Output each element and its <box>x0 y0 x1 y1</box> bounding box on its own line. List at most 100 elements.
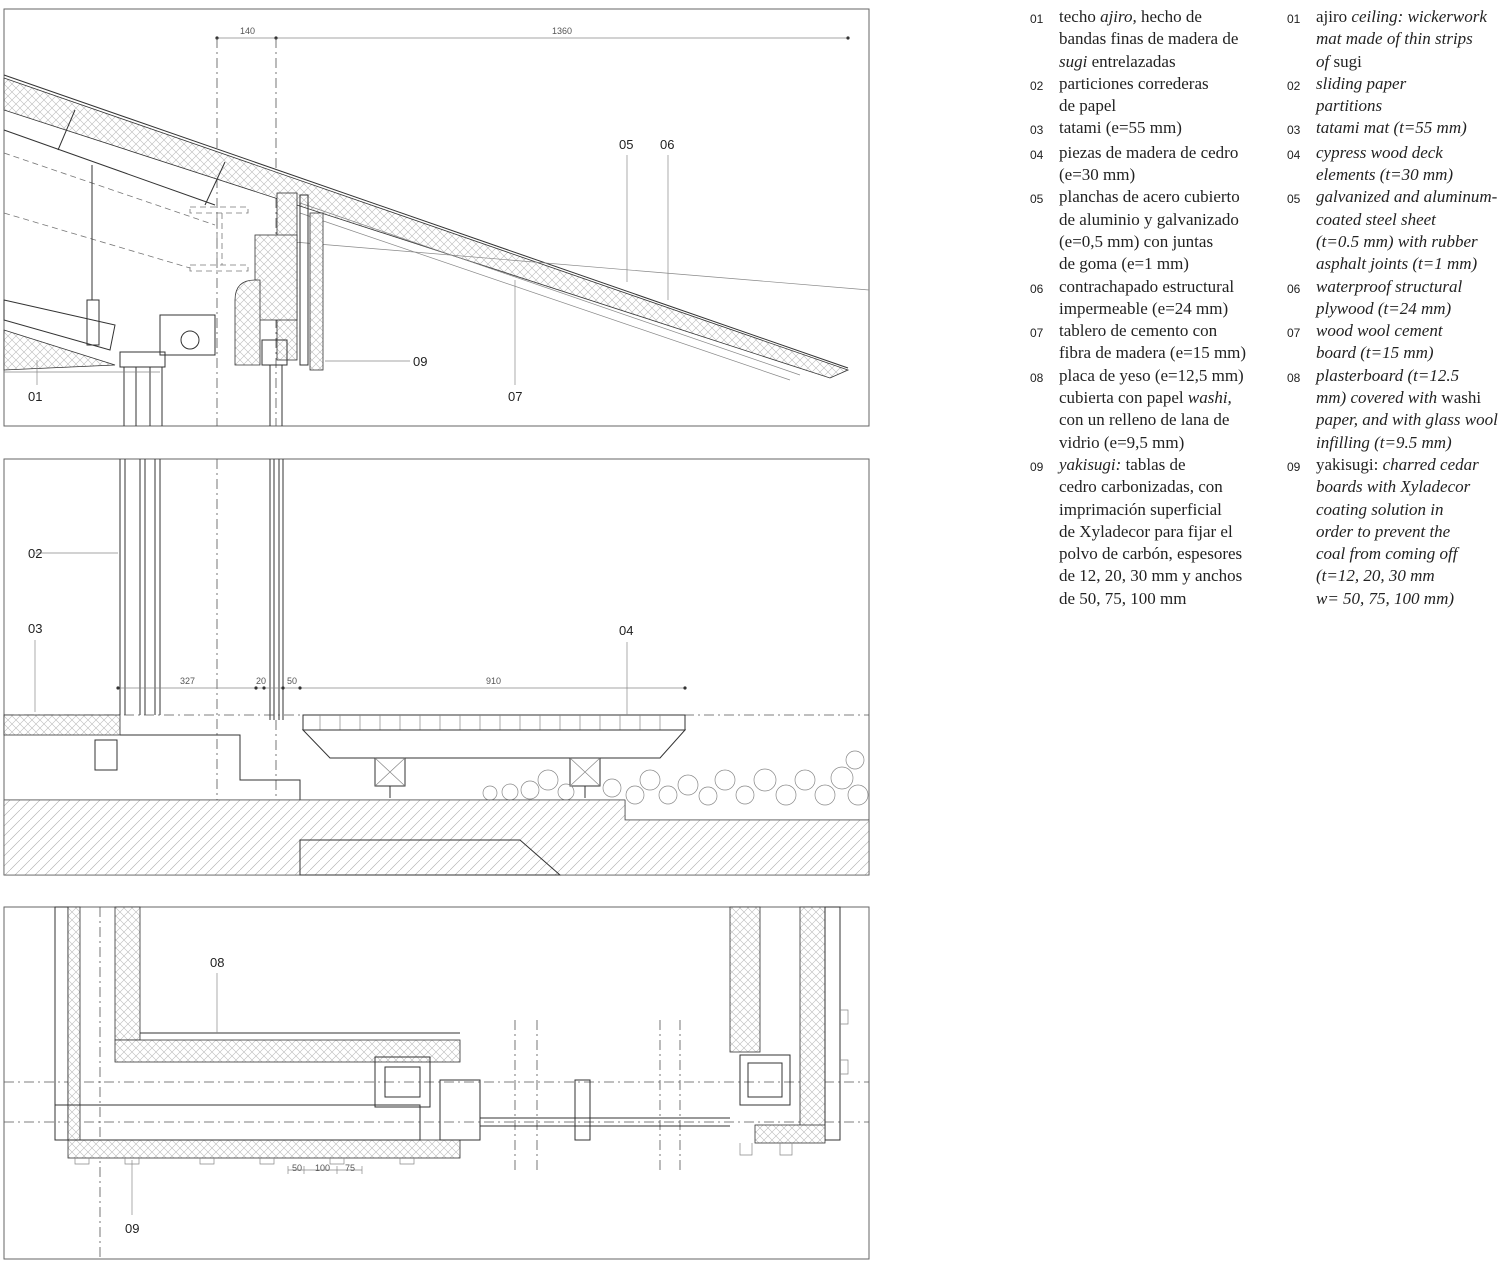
italic-text: (t=0.5 mm) with rubber <box>1316 231 1478 251</box>
callout-08: 08 <box>210 955 224 970</box>
legend-line: planchas de acero cubierto <box>1059 186 1240 208</box>
legend-line: vidrio (e=9,5 mm) <box>1059 432 1244 454</box>
legend-line: de 12, 20, 30 mm y anchos <box>1059 565 1242 587</box>
legend-line: piezas de madera de cedro <box>1059 142 1238 164</box>
callout-01: 01 <box>28 389 42 404</box>
dimension-140: 140 <box>240 26 255 36</box>
text: techo <box>1059 7 1101 26</box>
legend-line: mat made of thin strips <box>1316 28 1487 50</box>
italic-text: sliding paper <box>1316 73 1407 93</box>
italic-text: ceiling: wickerwork <box>1351 7 1487 26</box>
legend-line: galvanized and aluminum- <box>1316 186 1497 208</box>
legend-number: 07 <box>1030 326 1044 341</box>
legend-line: paper, and with glass wool <box>1316 409 1498 431</box>
dimension-100: 100 <box>315 1163 330 1173</box>
legend-line: cubierta con papel washi, <box>1059 387 1244 409</box>
legend-item: 08 placa de yeso (e=12,5 mm)cubierta con … <box>1030 365 1270 454</box>
legend-number: 01 <box>1030 12 1044 26</box>
legend-line: yakisugi: charred cedar <box>1316 454 1479 476</box>
text: tablero de cemento con <box>1059 321 1218 341</box>
legend-line: (t=0.5 mm) with rubber <box>1316 231 1497 253</box>
steel-i-beam <box>189 206 249 272</box>
dimension-327: 327 <box>180 676 195 686</box>
legend-text: piezas de madera de cedro(e=30 mm) <box>1059 142 1238 187</box>
text: washi <box>1441 388 1482 408</box>
legend-line: ajiro ceiling: wickerwork <box>1316 6 1487 28</box>
legend-number: 03 <box>1287 123 1301 138</box>
legend-line: coated steel sheet <box>1316 209 1497 231</box>
italic-text: plywood (t=24 mm) <box>1316 298 1452 318</box>
text: planchas de acero cubierto <box>1059 187 1240 207</box>
dimension-50: 50 <box>292 1163 302 1173</box>
italic-text: yakisugi: <box>1059 454 1122 474</box>
legend-line: yakisugi: tablas de <box>1059 454 1242 476</box>
text: sugi <box>1333 51 1362 71</box>
italic-text: partitions <box>1316 96 1383 116</box>
italic-text: w= 50, 75, 100 mm) <box>1316 588 1455 608</box>
dimension-line: 50 100 75 <box>287 1163 363 1174</box>
italic-text: coal from coming off <box>1316 544 1458 564</box>
legend-line: contrachapado estructural <box>1059 276 1234 298</box>
legend-number: 02 <box>1287 78 1301 93</box>
dimension-910: 910 <box>486 676 501 686</box>
legend-line: cedro carbonizadas, con <box>1059 476 1242 498</box>
text: cedro carbonizadas, con <box>1059 477 1223 497</box>
dimension-50: 50 <box>287 676 297 686</box>
legend-line: mm) covered with washi <box>1316 387 1498 409</box>
legend-text: galvanized and aluminum-coated steel she… <box>1316 186 1497 275</box>
plan-detail: 50 100 75 08 09 <box>3 906 870 1260</box>
italic-text: charred cedar <box>1382 454 1479 474</box>
text: de 12, 20, 30 mm y anchos <box>1059 566 1243 586</box>
text: ajiro <box>1316 7 1352 26</box>
legend-line: de 50, 75, 100 mm <box>1059 588 1242 610</box>
text: imprimación superficial <box>1059 499 1222 519</box>
text: con un relleno de lana de <box>1059 410 1230 430</box>
callout-02: 02 <box>28 546 42 561</box>
italic-text: washi, <box>1187 388 1232 408</box>
legend-line: board (t=15 mm) <box>1316 342 1443 364</box>
legend-line: elements (t=30 mm) <box>1316 164 1453 186</box>
italic-text: order to prevent the <box>1316 521 1451 541</box>
legend-number: 03 <box>1030 123 1044 138</box>
legend-line: plywood (t=24 mm) <box>1316 298 1462 320</box>
construction-detail-drawing: 140 1360 <box>3 8 870 1260</box>
italic-text: plasterboard (t=12.5 <box>1316 365 1460 385</box>
legend-line: bandas finas de madera de <box>1059 28 1238 50</box>
floor-deck-section: 327 20 50 910 02 03 04 <box>3 458 870 876</box>
legend-line: sliding paper <box>1316 73 1406 95</box>
dimension-20: 20 <box>256 676 266 686</box>
text: de Xyladecor para fijar el <box>1059 521 1233 541</box>
text: piezas de madera de cedro <box>1059 142 1239 162</box>
panel-frame <box>3 8 870 427</box>
italic-text: coating solution in <box>1316 499 1444 519</box>
callout-09: 09 <box>413 354 427 369</box>
text: de papel <box>1059 96 1117 116</box>
italic-text: wood wool cement <box>1316 321 1443 341</box>
legend-line: wood wool cement <box>1316 320 1443 342</box>
legend-line: sugi entrelazadas <box>1059 51 1238 73</box>
italic-text: waterproof structural <box>1316 276 1463 296</box>
legend-line: impermeable (e=24 mm) <box>1059 298 1234 320</box>
legend-line: particiones correderas <box>1059 73 1209 95</box>
dimension-1360: 1360 <box>552 26 572 36</box>
legend-number: 08 <box>1030 370 1044 385</box>
dimension-line: 140 1360 <box>215 26 850 40</box>
legend-text: placa de yeso (e=12,5 mm)cubierta con pa… <box>1059 365 1244 454</box>
legend-line: polvo de carbón, espesores <box>1059 543 1242 565</box>
text: yakisugi: <box>1316 454 1383 474</box>
legend-line: tatami (e=55 mm) <box>1059 117 1182 139</box>
legend-line: placa de yeso (e=12,5 mm) <box>1059 365 1244 387</box>
legend-line: techo ajiro, hecho de <box>1059 6 1238 28</box>
legend-line: de papel <box>1059 95 1209 117</box>
legend-line: fibra de madera (e=15 mm) <box>1059 342 1246 364</box>
